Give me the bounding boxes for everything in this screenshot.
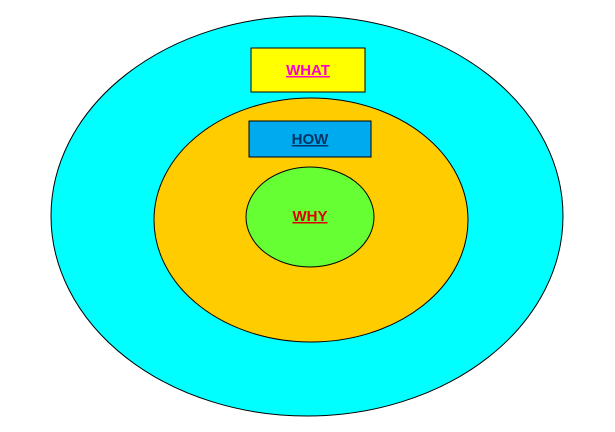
how-label: HOW <box>292 131 330 148</box>
what-label: WHAT <box>286 62 330 79</box>
how-label-box <box>248 120 372 158</box>
inner-ellipse <box>245 166 375 268</box>
what-label-box <box>250 47 366 93</box>
why-label: WHY <box>293 208 328 225</box>
